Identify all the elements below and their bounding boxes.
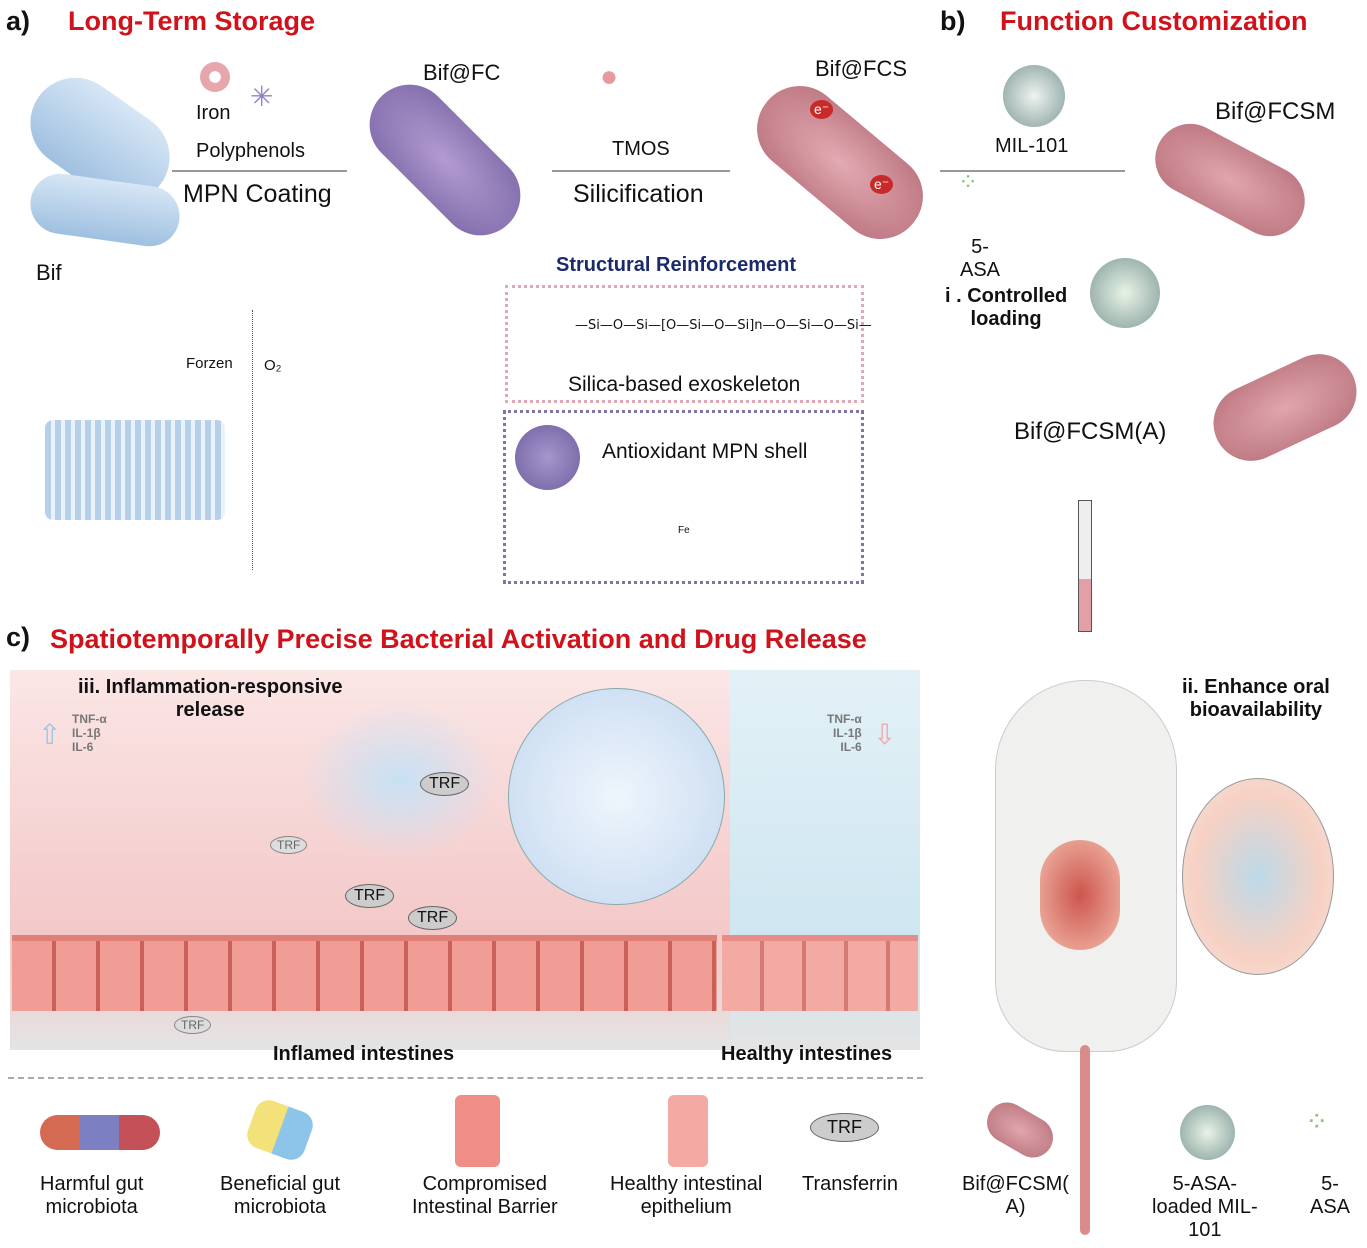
mpn-sphere-icon [515,425,580,490]
stomach-zoom [1182,778,1334,975]
bif-fcsma-label: Bif@FCSM(A) [1014,418,1167,445]
tmos-label: TMOS [612,138,670,160]
legend-beneficial: Beneficial gut microbiota [220,1173,341,1218]
legend-divider [8,1077,923,1079]
arrow-down-icon: ⇩ [873,719,897,750]
membrane-coated [300,420,465,520]
polyphenol-icon: ✳ [250,81,274,112]
legend-transferrin: Transferrin [802,1173,898,1195]
arrow-silicification [552,170,730,172]
tmos-molecule-icon: ● [600,60,619,93]
panel-c-letter: c) [6,622,31,652]
zoom-circle [508,688,725,905]
inflammation-release-label: iii. Inflammation-responsive release [78,676,343,721]
bif-label: Bif [36,260,62,285]
bif-fc-label: Bif@FC [423,60,501,85]
arrow-mil [940,170,1125,172]
panel-a-letter: a) [6,6,31,36]
5-asa-legend-icon: ⁘ [1305,1106,1329,1137]
epithelium-healthy [722,935,918,1011]
silica-box [505,285,864,403]
bif-fcsma-image [1201,341,1367,474]
syringe-icon [1078,500,1092,632]
mouse-tail [1080,1045,1090,1235]
silica-formula: —Si—O—Si—[O—Si—O—Si]n—O—Si—O—Si— [575,318,872,333]
iron-icon [200,62,230,92]
legend-bif-fcsma: Bif@FCSM( A) [962,1173,1069,1218]
compromised-barrier-icon [455,1095,500,1167]
5-asa-icon: ⁘ [958,169,979,196]
panel-a-title: Long-Term Storage [68,6,316,36]
beneficial-microbiota-icon [243,1096,317,1164]
iron-label: Iron [196,102,231,124]
legend-loaded-mil: 5-ASA- loaded MIL- 101 [1152,1173,1258,1241]
mpn-coating-label: MPN Coating [183,180,332,208]
bif-fcsma-legend-icon [979,1095,1061,1165]
legend-harmful: Harmful gut microbiota [40,1173,144,1218]
5-asa-label: 5- ASA [960,236,1001,281]
bif-fcs-image [739,68,941,257]
panel-c-title: Spatiotemporally Precise Bacterial Activ… [50,624,867,654]
polyphenols-label: Polyphenols [196,140,305,162]
epithelium-inflamed [12,935,717,1011]
bif-fcsm-image [1142,111,1318,249]
panel-b-title: Function Customization [1000,6,1308,36]
panel-b-letter: b) [940,6,966,36]
trf-icon-5: TRF [174,1016,212,1034]
trf-icon-4: TRF [270,836,308,854]
mpn-box [503,410,864,584]
inflamed-label: Inflamed intestines [273,1043,455,1065]
healthy-label: Healthy intestines [721,1043,893,1065]
electron-icon-2: e⁻ [870,175,894,194]
electron-icon: e⁻ [810,100,834,119]
mpn-shell-label: Antioxidant MPN shell [602,440,808,463]
structural-reinforcement-title: Structural Reinforcement [556,254,797,276]
trf-icon: TRF [420,772,470,796]
mil-101-label: MIL-101 [995,135,1069,157]
legend-compromised: Compromised Intestinal Barrier [412,1173,558,1218]
bif-fcs-label: Bif@FCS [815,56,908,81]
release-bubble [300,700,500,860]
cytokines-down: TNF-α IL-1β IL-6 [827,712,862,754]
harmful-microbiota-icon [40,1115,160,1150]
legend-5-asa: 5- ASA [1310,1173,1351,1218]
silicification-label: Silicification [573,180,704,208]
arrow-up-icon: ⇧ [38,719,62,750]
oral-bioavailability-label: ii. Enhance oral bioavailability [1182,676,1330,721]
frozen-label: Forzen [186,355,233,372]
o2-label: O₂ [264,357,282,374]
controlled-loading-label: i . Controlled loading [945,285,1068,330]
silica-label: Silica-based exoskeleton [568,373,801,396]
intestine-icon [1040,840,1120,950]
cytokines-up: TNF-α IL-1β IL-6 [72,712,107,754]
membrane-frozen [45,420,225,520]
trf-icon-3: TRF [408,906,458,930]
bif-fcsm-label: Bif@FCSM [1215,98,1336,125]
legend-healthy: Healthy intestinal epithelium [610,1173,763,1218]
loaded-mil-icon [1090,258,1160,328]
arrow-mpn [172,170,347,172]
transferrin-icon: TRF [810,1113,879,1142]
mil-101-icon [1003,65,1065,127]
healthy-epithelium-icon [668,1095,708,1167]
divider-dotted [252,310,253,570]
bif-fc-image [353,68,537,252]
loaded-mil-legend-icon [1180,1105,1235,1160]
trf-icon-2: TRF [345,884,395,908]
fe-label: Fe [678,525,690,536]
